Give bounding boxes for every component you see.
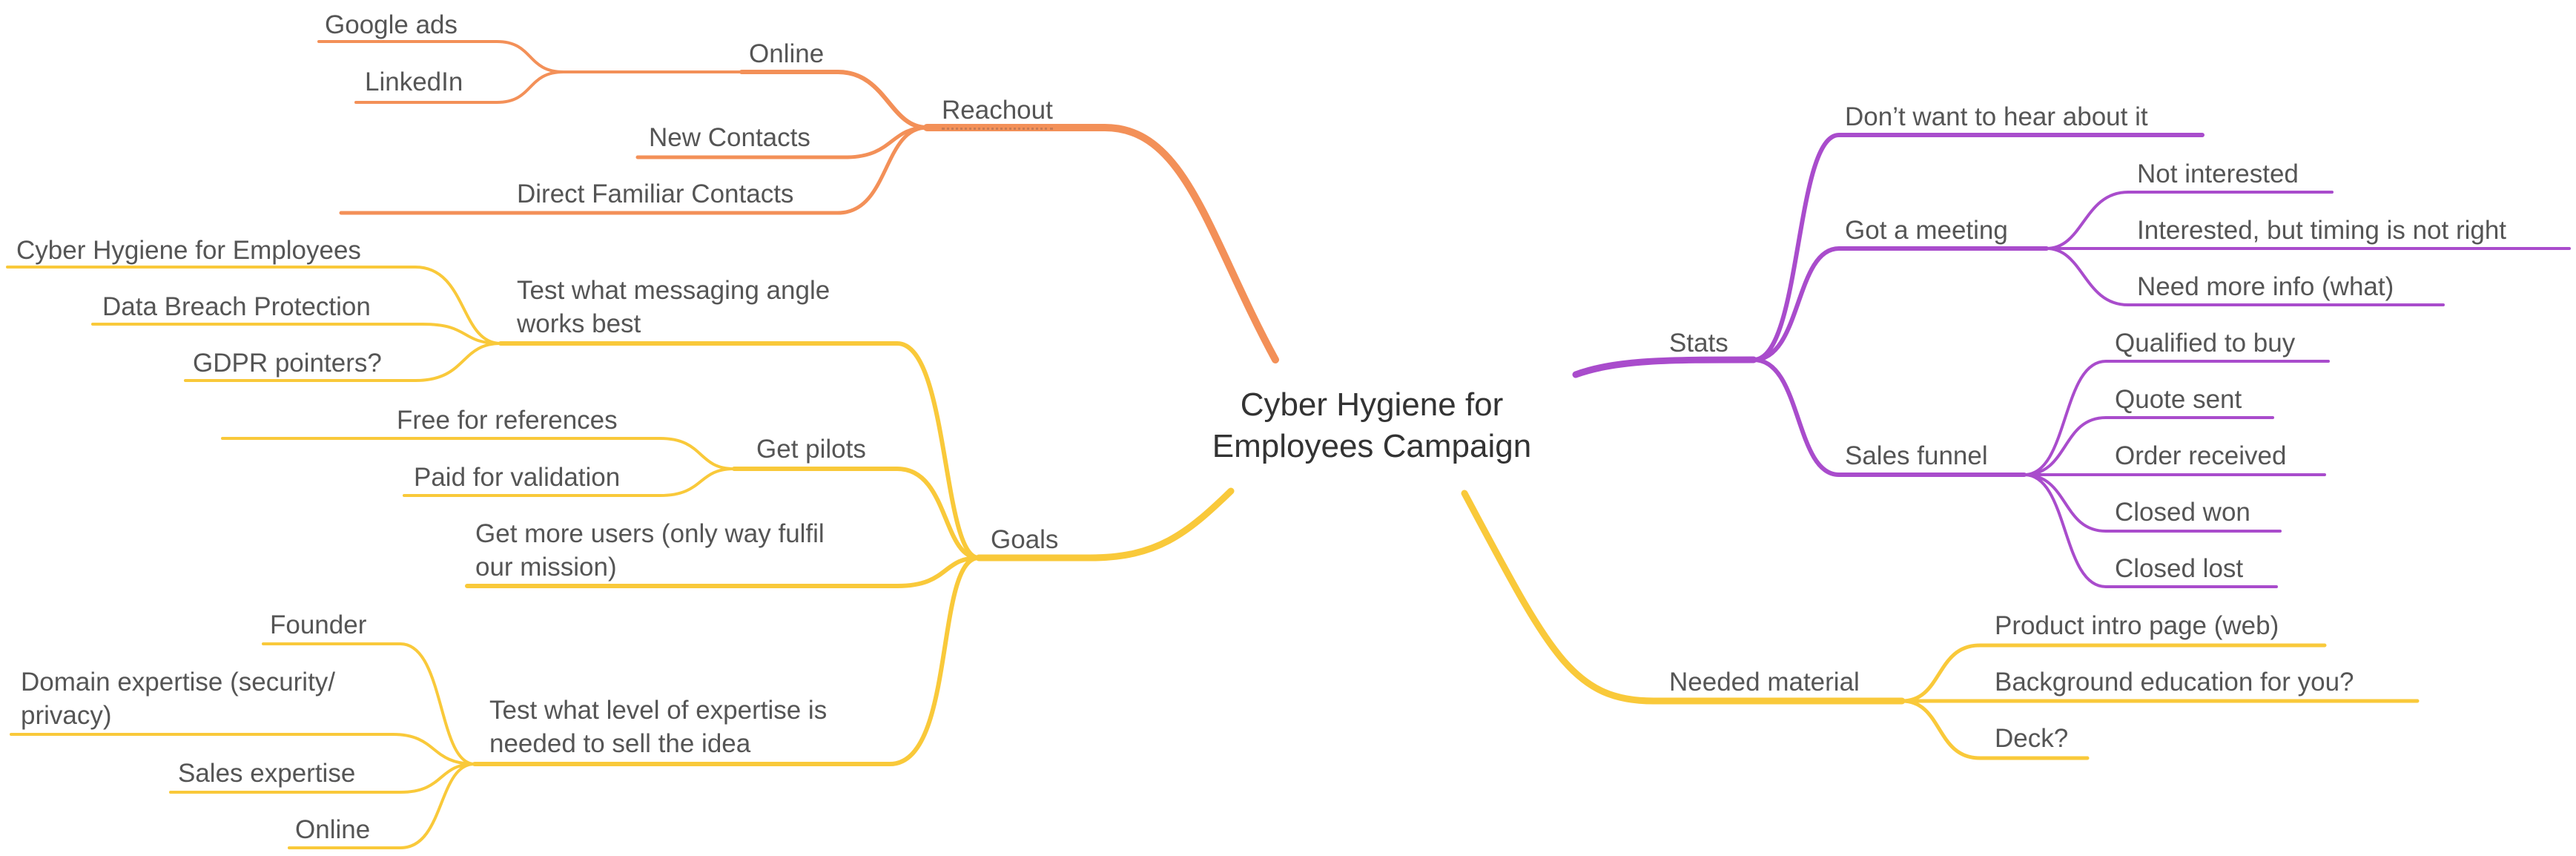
topic-new-contacts[interactable]: New Contacts [649,123,810,152]
topic-cyber-hygiene[interactable]: Cyber Hygiene for Employees [16,236,361,265]
topic-paid-validation[interactable]: Paid for validation [414,463,621,492]
connector-reachout-direct [339,125,929,215]
topic-reachout[interactable]: Reachout [942,93,1053,130]
topic-more-users-line1: Get more users (only way fulfil [475,519,825,548]
connector-expertise-online [288,763,476,849]
connector-needed-deck [1900,699,2090,760]
connector-expertise-founder [262,642,476,766]
topic-test-messaging-line1: Test what messaging angle [517,276,830,305]
topic-got-meeting[interactable]: Got a meeting [1845,216,2008,245]
topic-order-received[interactable]: Order received [2115,441,2287,470]
connector-needed-intro [1900,643,2327,703]
connector-main-reachout [923,124,1279,363]
topic-deck[interactable]: Deck? [1995,724,2069,753]
connector-main-stats [1572,356,1757,378]
connector-funnel-lost [2023,473,2278,588]
connector-expertise-domain [10,733,476,766]
connector-messaging-breach [91,323,502,345]
topic-domain-expertise[interactable]: Domain expertise (security/ privacy) [21,665,335,733]
connector-stats-dontwant [1751,133,2205,362]
connector-funnel-won [2023,473,2282,533]
connector-goals-expertise [472,556,981,766]
topic-linkedin[interactable]: LinkedIn [365,68,463,96]
connector-reachout-online [739,70,929,130]
topic-online[interactable]: Online [749,39,825,68]
topic-quote-sent[interactable]: Quote sent [2115,385,2242,414]
topic-data-breach[interactable]: Data Breach Protection [102,292,371,321]
topic-qualified[interactable]: Qualified to buy [2115,329,2296,358]
connector-pilots-free [221,437,736,470]
topic-direct-familiar[interactable]: Direct Familiar Contacts [517,180,794,208]
topic-google-ads[interactable]: Google ads [325,10,458,39]
topic-test-expertise[interactable]: Test what level of expertise is needed t… [489,694,827,761]
central-topic-line2: Employees Campaign [1212,428,1532,464]
topic-test-messaging[interactable]: Test what messaging angle works best [517,274,830,341]
connector-funnel-qualified [2023,360,2330,476]
connector-goals-moreusers [465,556,981,588]
topic-need-more-info[interactable]: Need more info (what) [2137,272,2394,301]
connector-online-linkedin [354,70,565,104]
topic-sales-funnel[interactable]: Sales funnel [1845,441,1988,470]
connector-meeting-notint [2045,191,2334,250]
topic-goals[interactable]: Goals [991,525,1059,554]
central-topic[interactable]: Cyber Hygiene for Employees Campaign [1157,384,1587,467]
topic-domain-expertise-line2: privacy) [21,701,112,730]
connector-stats-meeting [1751,246,2049,362]
connector-online-google [317,40,565,73]
topic-test-expertise-line2: needed to sell the idea [489,729,751,758]
topic-founder[interactable]: Founder [270,610,367,639]
connector-goals-messaging [498,341,981,560]
topic-stats[interactable]: Stats [1669,329,1728,358]
topic-online-expertise[interactable]: Online [295,815,371,844]
topic-gdpr[interactable]: GDPR pointers? [193,349,382,378]
connector-goals-pilots [732,467,981,560]
central-topic-line1: Cyber Hygiene for [1240,386,1504,423]
connector-stats-funnel [1751,358,2027,477]
topic-test-messaging-line2: works best [517,309,641,338]
connector-expertise-sales [169,763,476,794]
connector-funnel-quote [2023,416,2274,476]
topic-closed-won[interactable]: Closed won [2115,498,2250,527]
topic-free-references[interactable]: Free for references [397,406,618,435]
connector-meeting-moreinfo [2045,247,2445,306]
topic-sales-expertise[interactable]: Sales expertise [178,759,356,788]
topic-needed-material[interactable]: Needed material [1669,668,1860,697]
topic-background-education[interactable]: Background education for you? [1995,668,2354,697]
connector-messaging-gdpr [184,342,502,382]
topic-interested-timing[interactable]: Interested, but timing is not right [2137,216,2507,245]
connector-messaging-cyber [6,266,502,345]
topic-more-users-line2: our mission) [475,553,617,582]
topic-dont-want[interactable]: Don’t want to hear about it [1845,102,2148,131]
topic-not-interested[interactable]: Not interested [2137,159,2299,188]
topic-more-users[interactable]: Get more users (only way fulfil our miss… [475,517,825,585]
topic-test-expertise-line1: Test what level of expertise is [489,696,828,725]
topic-closed-lost[interactable]: Closed lost [2115,554,2244,583]
connector-pilots-paid [403,467,736,497]
connector-main-needed [1461,490,1906,705]
topic-domain-expertise-line1: Domain expertise (security/ [21,668,336,697]
connector-main-goals [975,487,1235,562]
topic-get-pilots[interactable]: Get pilots [756,435,866,464]
topic-product-intro[interactable]: Product intro page (web) [1995,611,2279,640]
